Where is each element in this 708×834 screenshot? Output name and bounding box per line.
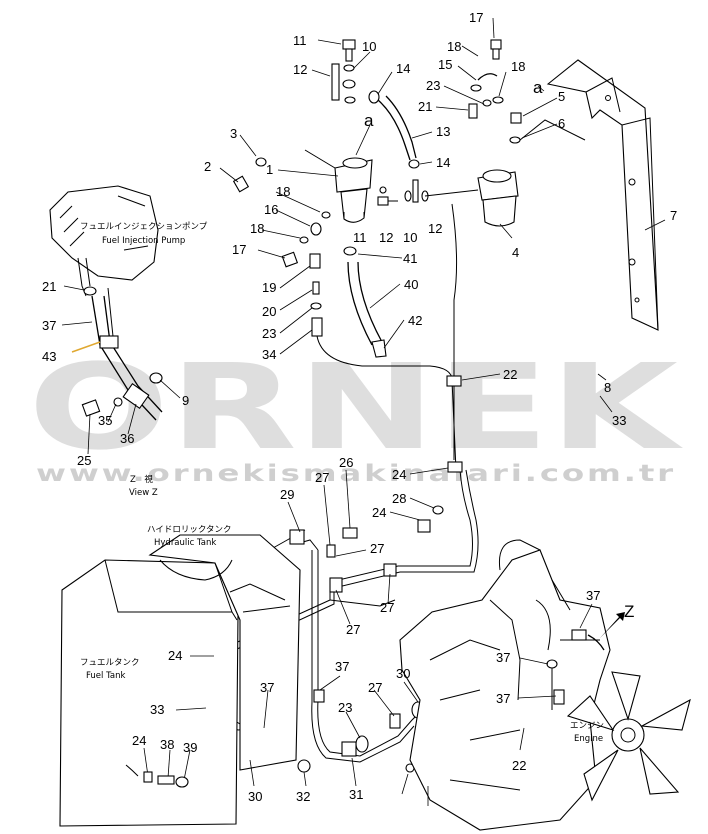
callout: 14: [396, 61, 410, 76]
detail-letter-a-left: a: [364, 111, 374, 130]
callout: 33: [150, 702, 164, 717]
callout: 13: [436, 124, 450, 139]
view-z-label-jp: Z 視: [130, 474, 153, 485]
callout: 21: [42, 279, 56, 294]
callout: 4: [512, 245, 519, 260]
fuel-filter-4: [424, 39, 586, 227]
callout: 31: [349, 787, 363, 802]
callout: 14: [436, 155, 450, 170]
callout: 40: [404, 277, 418, 292]
callout: 42: [408, 313, 422, 328]
callout: 36: [120, 431, 134, 446]
callout: 18: [447, 39, 461, 54]
hydraulic-tank-label-en: Hydraulic Tank: [154, 538, 216, 548]
callout: 37: [496, 691, 510, 706]
callout: 12: [293, 62, 307, 77]
view-z-letter: Z: [624, 602, 634, 621]
callout: 20: [262, 304, 276, 319]
callout-numbers: 17 11 10 18 15 18 12 14 23 5 21 13 6 3 1…: [42, 10, 677, 804]
fuel-injection-pump: [49, 185, 159, 297]
hardware-upper: [232, 39, 429, 337]
watermark-brand: ORNEK: [28, 338, 684, 476]
fuel-filter-1: [304, 149, 387, 223]
callout: 27: [368, 680, 382, 695]
callout: 37: [335, 659, 349, 674]
callout: 30: [248, 789, 262, 804]
callout: 18: [250, 221, 264, 236]
hydraulic-tank-label-jp: ハイドロリックタンク: [147, 525, 232, 535]
callout: 27: [380, 600, 394, 615]
callout: 19: [262, 280, 276, 295]
callout: 18: [276, 184, 290, 199]
callout: 9: [182, 393, 189, 408]
callout: 12: [379, 230, 393, 245]
callout: 18: [511, 59, 525, 74]
callout: 41: [403, 251, 417, 266]
callout: 11: [353, 230, 367, 245]
mounting-bracket: [546, 59, 659, 331]
callout: 5: [558, 89, 565, 104]
callout: 15: [438, 57, 452, 72]
callout: 30: [396, 666, 410, 681]
callout: 33: [612, 413, 626, 428]
view-z-pipe: [81, 286, 163, 421]
callout: 23: [426, 78, 440, 93]
callout: 27: [315, 470, 329, 485]
watermark-url: www.ornekismakinalari.com.tr: [36, 461, 676, 487]
callout: 27: [346, 622, 360, 637]
callout: 39: [183, 740, 197, 755]
callout: 34: [262, 347, 276, 362]
callout: 37: [586, 588, 600, 603]
fuel-injection-pump-label-en: Fuel Injection Pump: [102, 236, 185, 246]
leader-lines: [61, 17, 666, 806]
callout: 28: [392, 491, 406, 506]
callout: 24: [392, 467, 406, 482]
callout: 43: [42, 349, 56, 364]
callout: 17: [469, 10, 483, 25]
callout: 16: [264, 202, 278, 217]
view-z-label-en: View Z: [129, 488, 158, 498]
callout: 8: [604, 380, 611, 395]
callout: 27: [370, 541, 384, 556]
callout: 11: [293, 33, 307, 48]
engine-label-en: Engine: [574, 734, 603, 744]
callout: 24: [168, 648, 182, 663]
callout: 29: [280, 487, 294, 502]
callout: 32: [296, 789, 310, 804]
callout: 26: [339, 455, 353, 470]
callout: 35: [98, 413, 112, 428]
callout: 23: [262, 326, 276, 341]
callout: 17: [232, 242, 246, 257]
callout: 2: [204, 159, 211, 174]
detail-letter-a-right: a: [533, 78, 543, 97]
callout: 37: [496, 650, 510, 665]
callout: 37: [42, 318, 56, 333]
callout: 22: [512, 758, 526, 773]
callout: 21: [418, 99, 432, 114]
callout: 1: [266, 162, 273, 177]
hose-40: [347, 261, 373, 346]
engine: [399, 539, 691, 831]
fuel-tank-label-jp: フュエルタンク: [80, 658, 140, 668]
callout: 22: [503, 367, 517, 382]
callout: 38: [160, 737, 174, 752]
callout: 23: [338, 700, 352, 715]
callout: 10: [403, 230, 417, 245]
callout: 3: [230, 126, 237, 141]
callout: 37: [260, 680, 274, 695]
callout: 12: [428, 221, 442, 236]
fuel-tank-label-en: Fuel Tank: [86, 671, 125, 681]
callout: 10: [362, 39, 376, 54]
hose-13: [377, 99, 411, 161]
fuel-tank: [59, 559, 239, 827]
fuel-injection-pump-label-jp: フュエルインジェクションポンプ: [80, 222, 208, 232]
hydraulic-tank: [148, 534, 301, 771]
callout: 24: [132, 733, 146, 748]
callout: 24: [372, 505, 386, 520]
callout: 6: [558, 116, 565, 131]
callout: 7: [670, 208, 677, 223]
engine-label-jp: エンジン: [570, 721, 604, 731]
callout: 25: [77, 453, 91, 468]
